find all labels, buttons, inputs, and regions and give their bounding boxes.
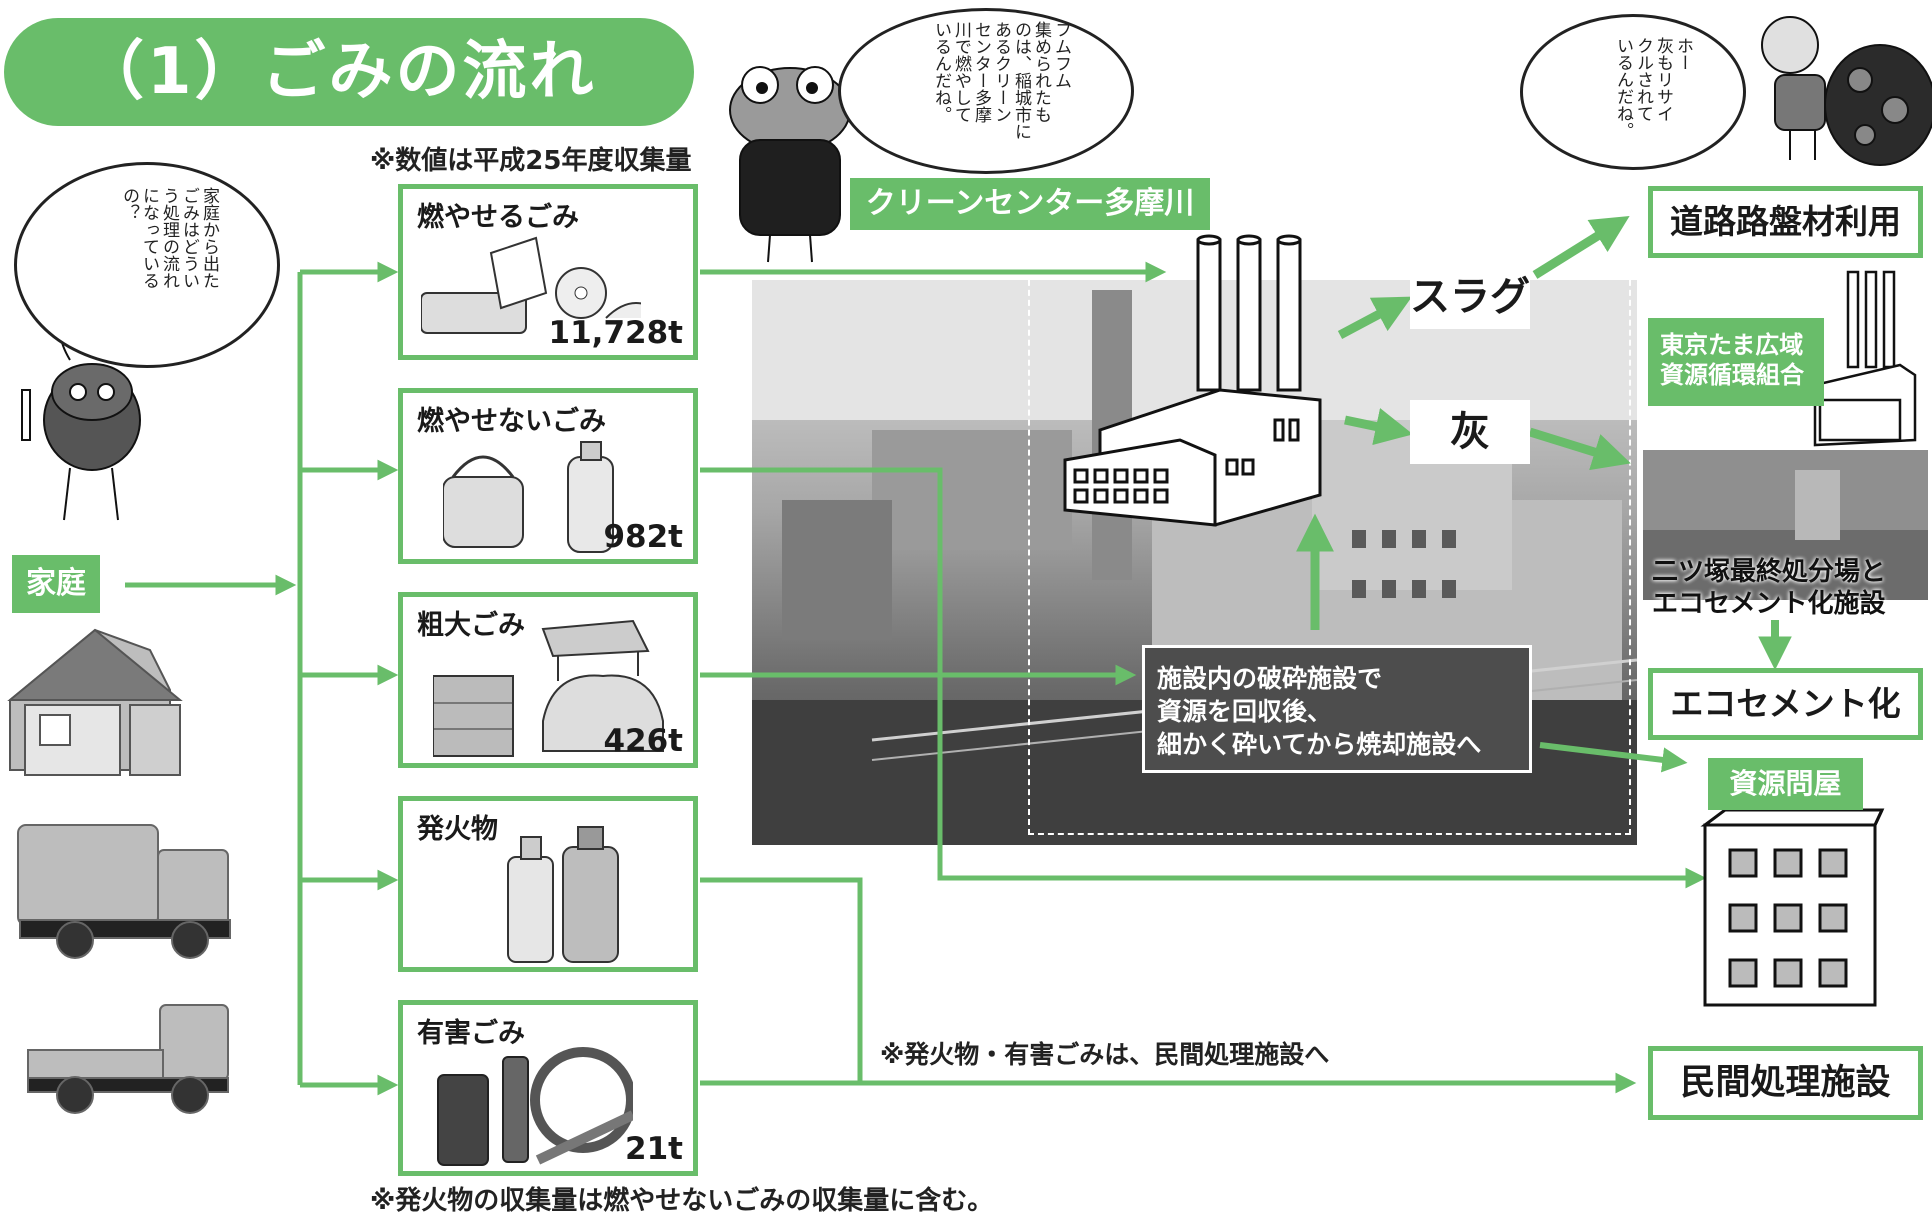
category-label: 有害ごみ: [417, 1018, 525, 1049]
category-label: 燃やせないごみ: [417, 406, 606, 437]
source-household-label: 家庭: [12, 555, 100, 613]
category-label: 粗大ごみ: [417, 610, 525, 641]
frog-speech-text: フムフム 集められたも のは、稲城市に あるクリーン センター多摩 川で燃やして…: [931, 21, 1071, 140]
category-label: 発火物: [417, 814, 498, 845]
category-amount: 982t: [603, 519, 683, 555]
destination-landfill: 二ツ塚最終処分場と エコセメント化施設: [1652, 557, 1887, 619]
category-label: 燃やせるごみ: [417, 202, 579, 233]
destination-private-facility: 民間処理施設: [1648, 1046, 1923, 1120]
destination-road-base: 道路路盤材利用: [1648, 186, 1923, 258]
hazardous-items-icon: [437, 1047, 633, 1166]
beetle-speech-text: 家庭から出た ごみはどうい う処理の流れ になっている の？: [119, 187, 219, 289]
category-amount: 426t: [603, 723, 683, 759]
destination-tokyo-tama-union: 東京たま広域 資源循環組合: [1648, 318, 1824, 406]
beetle-speech-bubble: 家庭から出た ごみはどうい う処理の流れ になっている の？: [14, 162, 280, 368]
destination-recycler-label: 資源問屋: [1708, 758, 1863, 810]
category-bulky: 粗大ごみ 426t: [398, 592, 698, 768]
output-slag: スラグ: [1410, 265, 1530, 329]
burnable-items-icon: [421, 236, 641, 334]
nonburnable-items-icon: [443, 441, 614, 553]
ladybug-speech-text: ホー 灰もリサイ クルされて いるんだね。: [1613, 37, 1693, 139]
fireworks-included-note: ※発火物の収集量は燃やせないごみの収集量に含む。: [370, 1186, 994, 1216]
destination-ecocement: エコセメント化: [1648, 668, 1923, 740]
category-flammable: 発火物: [398, 796, 698, 972]
ladybug-character: [1761, 16, 1932, 166]
crushing-process-text: 施設内の破砕施設で 資源を回収後、 細かく砕いてから焼却施設へ: [1157, 664, 1482, 759]
recycler-building: [1700, 808, 1885, 1007]
garbage-truck-icon: [17, 824, 231, 959]
photo-highlight-frame: [1028, 190, 1631, 835]
category-nonburnable: 燃やせないごみ 982t: [398, 388, 698, 564]
frog-character: [729, 66, 851, 263]
factory-illustration: [1063, 234, 1322, 527]
house-icon: [7, 628, 183, 776]
category-burnable: 燃やせるごみ 11,728t: [398, 184, 698, 360]
category-hazardous: 有害ごみ 21t: [398, 1000, 698, 1176]
private-facility-note: ※発火物・有害ごみは、民間処理施設へ: [880, 1040, 1330, 1069]
page-title: （1）ごみの流れ: [4, 18, 694, 126]
flatbed-truck-icon: [27, 1004, 229, 1114]
facility-name-label: クリーンセンター多摩川: [847, 175, 1213, 233]
category-amount: 11,728t: [548, 315, 683, 351]
ladybug-speech-bubble: ホー 灰もリサイ クルされて いるんだね。: [1520, 14, 1746, 170]
frog-speech-bubble: フムフム 集められたも のは、稲城市に あるクリーン センター多摩 川で燃やして…: [838, 8, 1134, 174]
union-factory-icon: [1813, 270, 1917, 447]
fiscal-year-note: ※数値は平成25年度収集量: [370, 146, 692, 176]
crushing-process-note: 施設内の破砕施設で 資源を回収後、 細かく砕いてから焼却施設へ: [1142, 645, 1532, 773]
bulky-items-icon: [433, 619, 664, 757]
category-amount: 21t: [625, 1131, 683, 1167]
output-ash: 灰: [1410, 400, 1530, 464]
spray-cans-icon: [507, 826, 619, 963]
